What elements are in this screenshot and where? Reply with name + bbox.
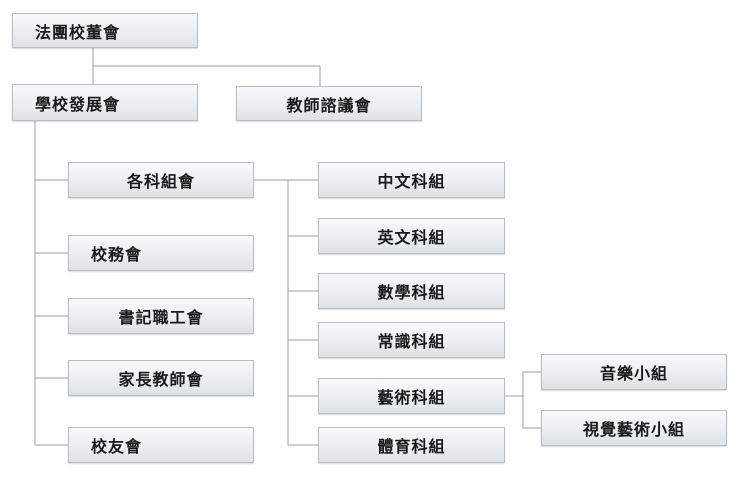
node-alumni: 校友會 xyxy=(68,427,254,463)
node-school-affairs: 校務會 xyxy=(68,235,254,271)
node-school-development: 學校發展會 xyxy=(12,84,198,121)
node-chinese: 中文科組 xyxy=(318,162,505,198)
node-visual-arts: 視覺藝術小組 xyxy=(541,410,727,446)
node-subject-panels: 各科組會 xyxy=(68,162,254,198)
node-label: 各科組會 xyxy=(126,172,195,191)
node-label: 家長教師會 xyxy=(118,370,204,389)
node-label: 學校發展會 xyxy=(35,94,121,114)
node-label: 數學科組 xyxy=(377,283,446,302)
node-label: 教師諮議會 xyxy=(286,95,372,115)
node-label: 校務會 xyxy=(91,245,143,264)
node-music: 音樂小組 xyxy=(541,354,727,390)
node-pe: 體育科組 xyxy=(318,427,505,463)
node-sponsor-board: 法團校董會 xyxy=(12,13,198,48)
node-maths: 數學科組 xyxy=(318,273,505,309)
node-clerical-staff: 書記職工會 xyxy=(68,298,254,334)
node-parent-teacher: 家長教師會 xyxy=(68,360,254,396)
node-label: 法團校董會 xyxy=(35,22,121,42)
node-label: 書記職工會 xyxy=(118,308,204,327)
node-label: 體育科組 xyxy=(377,437,446,456)
node-teacher-council: 教師諮議會 xyxy=(236,86,422,121)
node-general-studies: 常識科組 xyxy=(318,322,505,358)
node-label: 校友會 xyxy=(91,437,143,456)
node-label: 視覺藝術小組 xyxy=(582,420,685,439)
node-label: 藝術科組 xyxy=(377,388,446,407)
node-label: 英文科組 xyxy=(377,228,446,247)
node-label: 音樂小組 xyxy=(599,364,668,383)
node-english: 英文科組 xyxy=(318,218,505,254)
node-label: 中文科組 xyxy=(377,172,446,191)
node-label: 常識科組 xyxy=(377,332,446,351)
node-arts: 藝術科組 xyxy=(318,378,505,414)
